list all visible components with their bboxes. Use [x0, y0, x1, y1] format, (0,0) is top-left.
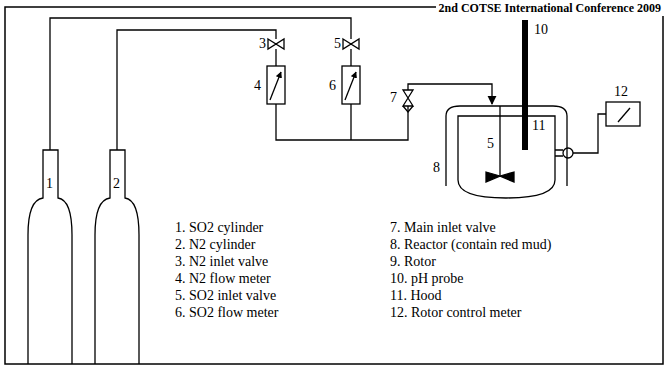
ph-probe [522, 20, 528, 150]
callout-number: 5 [487, 136, 494, 152]
n2-inlet-valve [268, 39, 284, 49]
meter-needle [618, 108, 630, 122]
legend-entry: 8. Reactor (contain red mud) [390, 237, 551, 253]
reactor-fitting [563, 148, 573, 158]
callout-number: 3 [259, 36, 266, 52]
callout-number: 5 [334, 36, 341, 52]
callout-number: 12 [614, 84, 628, 100]
legend-entry: 6. SO2 flow meter [175, 305, 278, 321]
hood [446, 106, 567, 186]
reactor-fitting [555, 150, 563, 156]
so2-cylinder [28, 150, 72, 364]
callout-number: 6 [329, 78, 336, 94]
rotor-control-meter [606, 102, 640, 126]
callout-number: 8 [433, 160, 440, 176]
header-text: 2nd COTSE International Conference 2009 [436, 0, 664, 16]
legend-entry: 4. N2 flow meter [175, 271, 271, 287]
figure-frame [5, 7, 663, 364]
so2-inlet-valve [343, 39, 359, 49]
so2-flow-meter [342, 66, 360, 104]
legend-entry: 3. N2 inlet valve [175, 254, 268, 270]
legend-entry: 12. Rotor control meter [390, 305, 521, 321]
main-inlet-valve [403, 90, 413, 106]
callout-number: 1 [46, 176, 53, 192]
mixed-gas-pipe [276, 104, 408, 140]
flow-meter-arrow [345, 72, 356, 100]
main-inlet-valve [403, 106, 413, 112]
legend-entry: 9. Rotor [390, 254, 436, 270]
so2-pipe [50, 18, 351, 150]
callout-number: 2 [113, 176, 120, 192]
pipe [276, 49, 351, 66]
n2-flow-meter [267, 66, 285, 104]
n2-pipe [117, 30, 276, 150]
callout-number: 4 [254, 78, 261, 94]
legend-entry: 2. N2 cylinder [175, 237, 255, 253]
legend-entry: 5. SO2 inlet valve [175, 288, 276, 304]
legend-entry: 10. pH probe [390, 271, 464, 287]
legend-entry: 7. Main inlet valve [390, 220, 496, 236]
callout-number: 7 [390, 90, 397, 106]
rotor-shaft [499, 106, 500, 176]
reactor-vessel [458, 116, 555, 198]
legend-entry: 1. SO2 cylinder [175, 220, 263, 236]
callout-number: 10 [534, 22, 548, 38]
control-cable [573, 114, 606, 153]
rotor [486, 172, 514, 182]
n2-cylinder [95, 150, 139, 364]
reactor-inlet-pipe [408, 84, 492, 104]
callout-number: 11 [532, 118, 545, 134]
legend-entry: 11. Hood [390, 288, 442, 304]
flow-meter-arrow [270, 72, 281, 100]
